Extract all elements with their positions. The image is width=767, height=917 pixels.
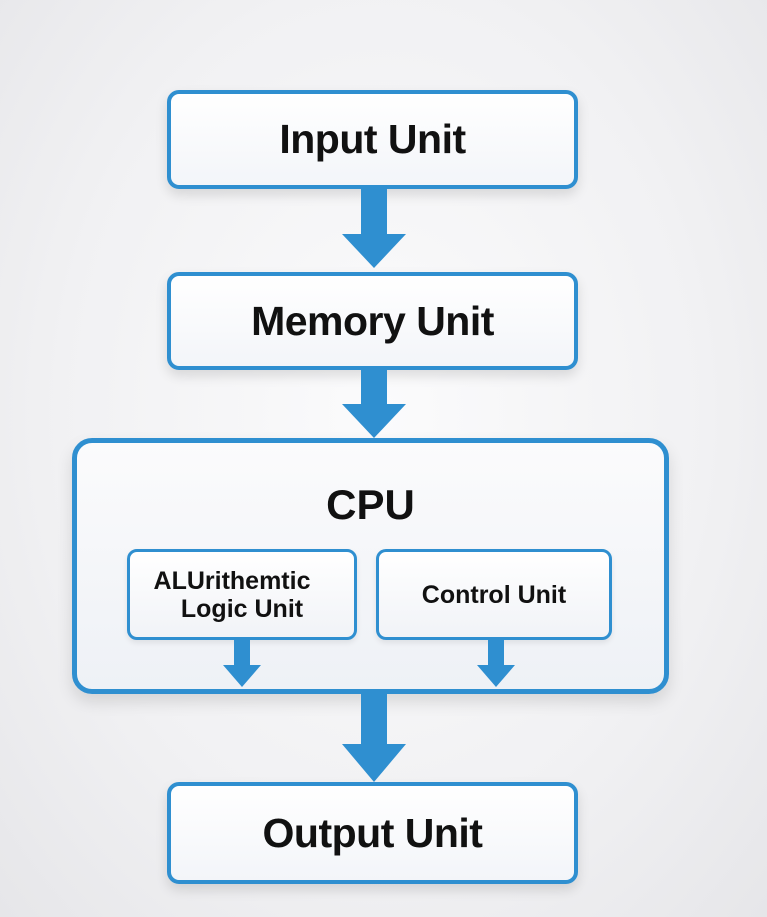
arrow-input-to-memory [342,186,406,268]
arrow-cpu-to-output [342,692,406,782]
memory-unit-label: Memory Unit [251,297,494,344]
alu-label-line2: Logic Unit [180,594,304,623]
arrow-memory-to-cpu [342,368,406,438]
output-unit-box: Output Unit [167,782,578,884]
input-unit-label: Input Unit [279,116,466,162]
arrow-control-down [477,639,515,687]
output-unit-label: Output Unit [262,809,483,856]
alu-box: ALUrithemtic Logic Unit [127,549,357,640]
input-unit-box: Input Unit [167,90,578,189]
arrow-alu-down [223,639,261,687]
control-unit-box: Control Unit [376,549,612,640]
alu-label-line1: ALUrithemtic [153,566,311,595]
cpu-title: CPU [326,481,415,528]
memory-unit-box: Memory Unit [167,272,578,370]
control-unit-label: Control Unit [421,580,567,609]
